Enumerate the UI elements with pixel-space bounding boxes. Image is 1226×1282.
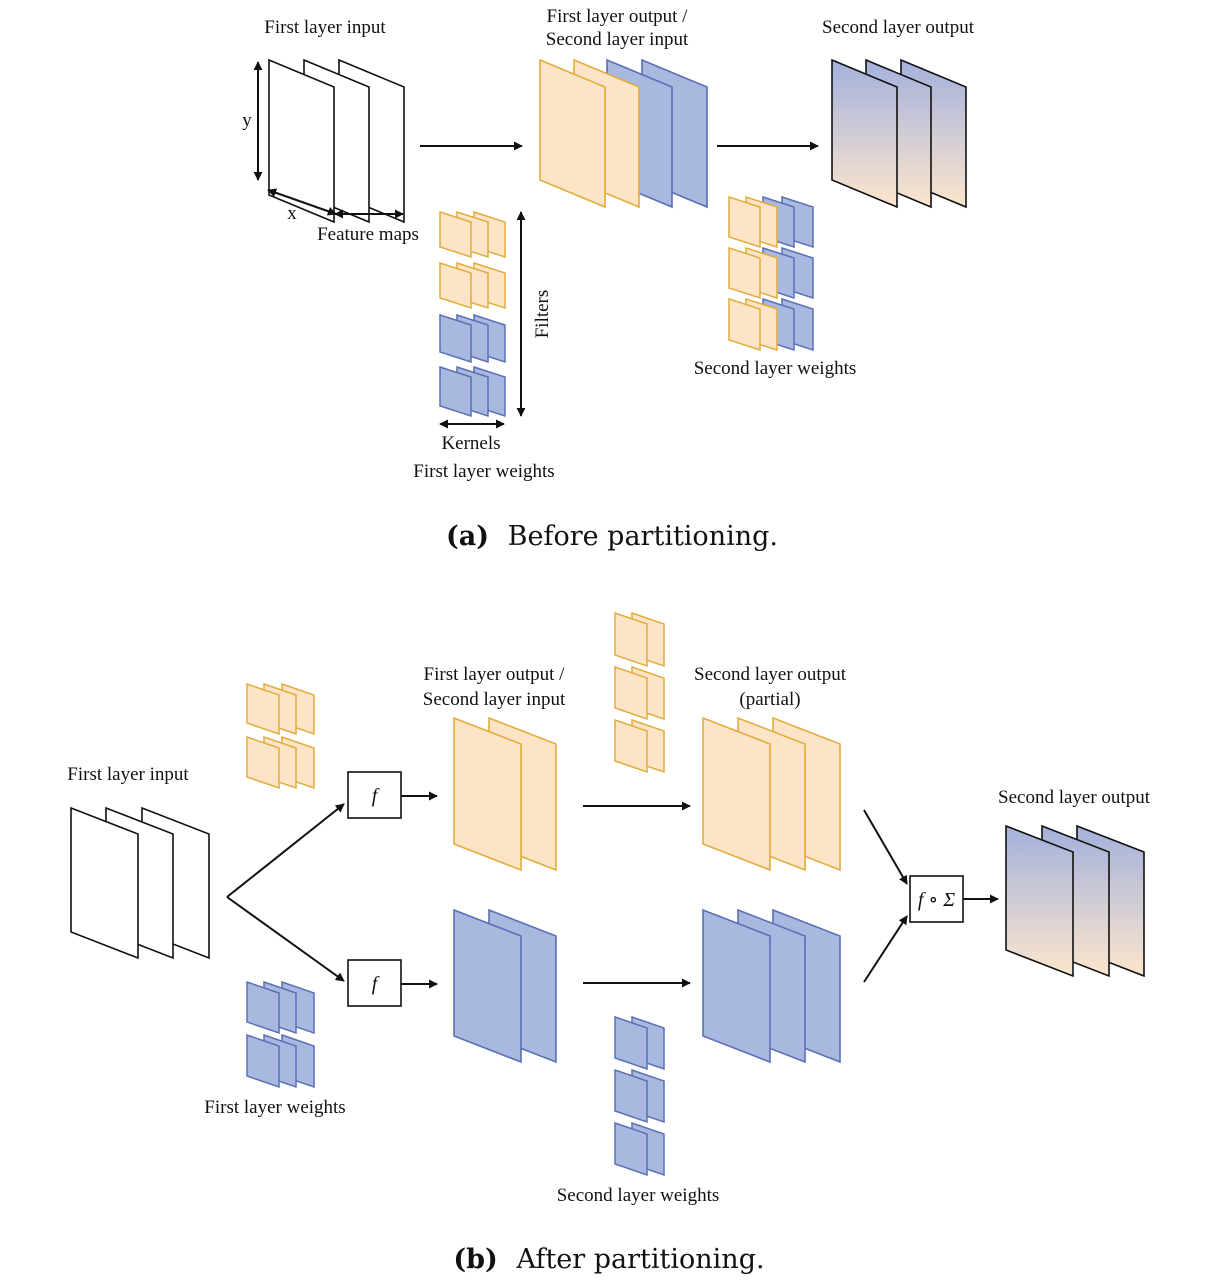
- b-w1-orange-1: [246, 682, 315, 736]
- panel-a: First layer input y x Feature maps First…: [242, 6, 974, 552]
- b-first-layer-weights-top: [246, 682, 315, 790]
- b-weights1-label: First layer weights: [204, 1097, 345, 1118]
- a-filter-1: [439, 210, 506, 259]
- a-mid-label-1: First layer output /: [547, 6, 689, 27]
- b-merge-arrow-top: [863, 809, 908, 885]
- b-second-layer-weights-bottom: [614, 1015, 665, 1177]
- b-partial-label-1: Second layer output: [694, 664, 847, 685]
- a-filters-label: Filters: [532, 290, 553, 339]
- b-w2-blue-3: [614, 1121, 665, 1177]
- a-x-axis-arrow: [267, 188, 337, 216]
- b-mid-label-2: Second layer input: [423, 689, 566, 710]
- a-first-layer-weights: [439, 210, 506, 418]
- b-w2-blue-2: [614, 1068, 665, 1124]
- b-weights2-label: Second layer weights: [557, 1185, 720, 1206]
- a-filter-3: [439, 313, 506, 364]
- b-w2-orange-1: [614, 611, 665, 668]
- b-w1-blue-2: [246, 1033, 315, 1089]
- b-input-label: First layer input: [67, 764, 189, 785]
- b-caption-text: After partitioning.: [515, 1244, 764, 1275]
- b-w1-orange-2: [246, 735, 315, 790]
- b-partial-stack-bottom: [702, 908, 841, 1064]
- a-caption-tag: (a): [446, 521, 489, 552]
- b-partial-label-2: (partial): [739, 689, 800, 710]
- a-caption-text: Before partitioning.: [508, 521, 778, 552]
- a-output-label: Second layer output: [822, 17, 975, 38]
- b-func-box-top: f: [347, 771, 402, 819]
- b-caption-tag: (b): [453, 1244, 497, 1275]
- a-y-label: y: [242, 110, 252, 131]
- a-mid-label-2: Second layer input: [546, 29, 689, 50]
- a-output-stack: [831, 58, 967, 209]
- b-w2-orange-2: [614, 665, 665, 721]
- b-func-label-bottom: f: [372, 973, 380, 995]
- b-first-layer-weights-bottom: [246, 980, 315, 1089]
- a-weight2-group-2: [728, 246, 814, 300]
- a-weight2-group-3: [728, 297, 814, 352]
- a-kernels-label: Kernels: [441, 433, 500, 454]
- a-weights2-label: Second layer weights: [694, 358, 857, 379]
- b-second-layer-weights-top: [614, 611, 665, 774]
- b-w1-blue-1: [246, 980, 315, 1035]
- b-first-layer-input-stack: [70, 806, 210, 960]
- b-merge-arrow-bottom: [863, 915, 908, 983]
- b-mid-label-1: First layer output /: [424, 664, 566, 685]
- b-combine-box: f ∘ Σ: [909, 875, 964, 923]
- b-split-arrow-bottom: [226, 896, 345, 982]
- b-func-box-bottom: f: [347, 959, 402, 1007]
- a-x-label: x: [287, 203, 297, 224]
- b-mid-stack-bottom: [453, 908, 557, 1064]
- b-output-label: Second layer output: [998, 787, 1151, 808]
- b-w2-orange-3: [614, 718, 665, 774]
- a-weight2-group-1: [728, 195, 814, 249]
- a-weights1-label: First layer weights: [413, 461, 554, 482]
- b-output-stack: [1005, 824, 1145, 978]
- b-partial-stack-top: [702, 716, 841, 872]
- b-func-label-top: f: [372, 785, 380, 807]
- a-mid-stack: [539, 58, 708, 209]
- b-caption: (b) After partitioning.: [453, 1244, 764, 1275]
- b-combine-label: f ∘ Σ: [918, 889, 955, 911]
- a-second-layer-weights: [728, 195, 814, 352]
- a-filter-4: [439, 365, 506, 418]
- a-first-layer-input-stack: [268, 58, 405, 224]
- b-mid-stack-top: [453, 716, 557, 872]
- b-w2-blue-1: [614, 1015, 665, 1071]
- a-input-label: First layer input: [264, 17, 386, 38]
- a-caption: (a) Before partitioning.: [446, 521, 778, 552]
- b-split-arrow-top: [226, 803, 345, 898]
- a-feature-maps-label: Feature maps: [317, 224, 419, 245]
- panel-b: First layer input: [67, 611, 1151, 1275]
- a-filter-2: [439, 261, 506, 310]
